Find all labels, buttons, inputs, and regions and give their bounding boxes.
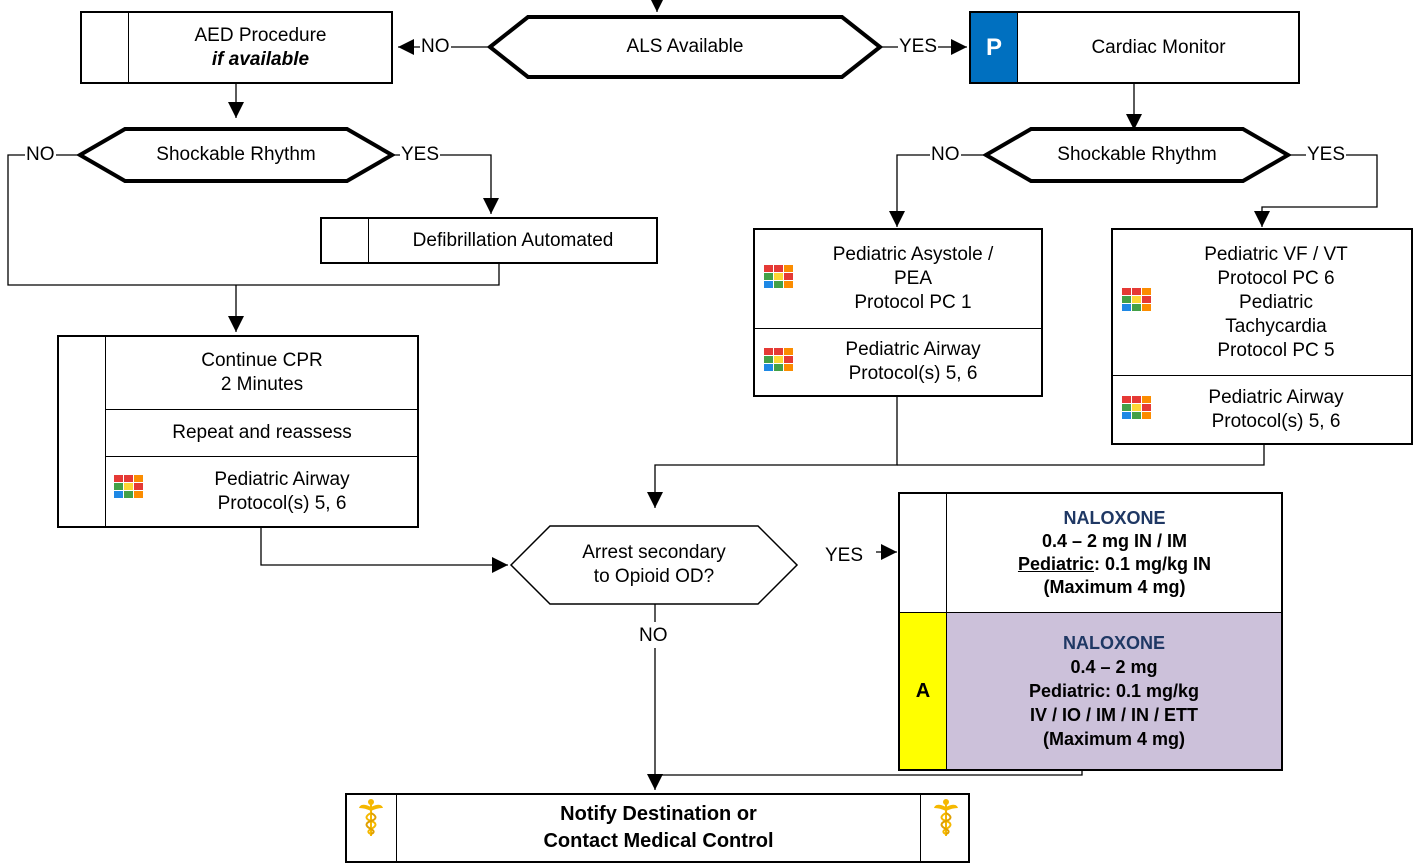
naloxone-box: NALOXONE 0.4 – 2 mg IN / IM Pediatric: 0… bbox=[898, 492, 1283, 771]
left-shockable-text: Shockable Rhythm bbox=[156, 144, 316, 165]
naloxone-row-divider bbox=[900, 612, 1281, 613]
als-available-text: ALS Available bbox=[626, 36, 744, 57]
notify-box: Notify Destination or Contact Medical Co… bbox=[345, 793, 970, 863]
repeat-text: Repeat and reassess bbox=[172, 422, 352, 443]
naloxone-advanced-routes: IV / IO / IM / IN / ETT bbox=[1029, 705, 1198, 725]
reference-grid-icon bbox=[1122, 396, 1151, 419]
cardiac-monitor-text: Cardiac Monitor bbox=[1091, 36, 1226, 58]
right-shockable-decision: Shockable Rhythm bbox=[1031, 129, 1243, 181]
paramedic-badge: P bbox=[971, 13, 1018, 82]
aed-icon-divider bbox=[128, 13, 129, 82]
cpr-duration: 2 Minutes bbox=[220, 374, 304, 395]
naloxone-basic-dose: 0.4 – 2 mg IN / IM bbox=[1041, 531, 1188, 551]
opioid-decision-shape bbox=[509, 525, 799, 605]
opioid-decision: Arrest secondary to Opioid OD? bbox=[550, 526, 758, 604]
advanced-badge: A bbox=[900, 613, 947, 769]
notify-left-divider bbox=[396, 795, 397, 861]
vfvt-airway-cell: Pediatric Airway Protocol(s) 5, 6 bbox=[1113, 376, 1411, 443]
cpr-airway-text: Pediatric Airway Protocol(s) 5, 6 bbox=[214, 468, 350, 514]
vfvt-text: Pediatric VF / VT Protocol PC 6 Pediatri… bbox=[1204, 243, 1348, 361]
opioid-no-label: NO bbox=[638, 625, 669, 647]
cpr-divider bbox=[105, 337, 106, 526]
defibrillation-box: Defibrillation Automated bbox=[320, 217, 658, 264]
notify-line2: Contact Medical Control bbox=[543, 830, 774, 852]
asystole-divider bbox=[755, 328, 1041, 329]
reference-grid-icon bbox=[1122, 288, 1151, 311]
cardiac-monitor-box: P Cardiac Monitor bbox=[969, 11, 1300, 84]
naloxone-advanced-dose: 0.4 – 2 mg bbox=[1070, 657, 1158, 677]
cpr-airway-cell: Pediatric Airway Protocol(s) 5, 6 bbox=[107, 457, 417, 526]
asystole-pea-box: Pediatric Asystole / PEA Protocol PC 1 P… bbox=[753, 228, 1043, 397]
caduceus-icon bbox=[359, 799, 383, 836]
notify-line1: Notify Destination or bbox=[560, 803, 757, 825]
naloxone-basic-title: NALOXONE bbox=[1063, 508, 1166, 528]
als-decision-shape bbox=[486, 15, 884, 79]
caduceus-icon bbox=[934, 799, 958, 836]
reference-grid-icon bbox=[114, 475, 143, 498]
reference-grid-icon bbox=[764, 348, 793, 371]
aed-procedure-box: AED Procedure if available bbox=[80, 11, 393, 84]
right-shockable-decision-shape bbox=[982, 127, 1292, 183]
repeat-cell: Repeat and reassess bbox=[107, 410, 417, 456]
cpr-cell: Continue CPR 2 Minutes bbox=[107, 337, 417, 409]
vfvt-divider bbox=[1113, 375, 1411, 376]
aed-title: AED Procedure bbox=[194, 24, 327, 46]
right-yes-label: YES bbox=[1306, 144, 1347, 166]
continue-cpr-box: Continue CPR 2 Minutes Repeat and reasse… bbox=[57, 335, 419, 528]
cpr-title: Continue CPR bbox=[201, 350, 323, 371]
notify-cell: Notify Destination or Contact Medical Co… bbox=[398, 795, 919, 861]
asystole-cell: Pediatric Asystole / PEA Protocol PC 1 bbox=[755, 230, 1041, 328]
naloxone-basic-ped-label: Pediatric bbox=[1017, 554, 1094, 574]
als-no-label: NO bbox=[420, 36, 451, 58]
naloxone-basic-divider bbox=[946, 494, 947, 612]
right-no-label: NO bbox=[930, 144, 961, 166]
defib-text: Defibrillation Automated bbox=[412, 229, 614, 251]
left-no-label: NO bbox=[25, 144, 56, 166]
defib-cell: Defibrillation Automated bbox=[370, 219, 656, 262]
naloxone-advanced-title: NALOXONE bbox=[1062, 633, 1165, 653]
vfvt-cell: Pediatric VF / VT Protocol PC 6 Pediatri… bbox=[1113, 230, 1411, 375]
als-yes-label: YES bbox=[898, 36, 939, 58]
asystole-airway-cell: Pediatric Airway Protocol(s) 5, 6 bbox=[755, 329, 1041, 395]
cpr-row-divider-2 bbox=[105, 456, 417, 457]
naloxone-basic-ped-value: : 0.1 mg/kg IN bbox=[1094, 554, 1212, 574]
vf-vt-box: Pediatric VF / VT Protocol PC 6 Pediatri… bbox=[1111, 228, 1413, 445]
notify-right-divider bbox=[920, 795, 921, 861]
opioid-question-text: Arrest secondary to Opioid OD? bbox=[582, 542, 726, 587]
advanced-badge-text: A bbox=[915, 680, 931, 702]
left-yes-label: YES bbox=[400, 144, 441, 166]
right-shockable-text: Shockable Rhythm bbox=[1057, 144, 1217, 165]
naloxone-advanced-ped: Pediatric: 0.1 mg/kg bbox=[1028, 681, 1200, 701]
naloxone-basic-cell: NALOXONE 0.4 – 2 mg IN / IM Pediatric: 0… bbox=[948, 494, 1281, 612]
asystole-text: Pediatric Asystole / PEA Protocol PC 1 bbox=[832, 244, 994, 313]
left-shockable-decision-shape bbox=[76, 127, 396, 183]
paramedic-badge-text: P bbox=[985, 33, 1002, 61]
asystole-airway-text: Pediatric Airway Protocol(s) 5, 6 bbox=[845, 339, 981, 384]
left-shockable-decision: Shockable Rhythm bbox=[125, 129, 347, 181]
naloxone-advanced-max: (Maximum 4 mg) bbox=[1042, 729, 1186, 749]
reference-grid-icon bbox=[764, 265, 793, 288]
cpr-row-divider bbox=[105, 409, 417, 410]
aed-if-available: if available bbox=[211, 48, 310, 70]
naloxone-basic-max: (Maximum 4 mg) bbox=[1043, 577, 1186, 597]
cardiac-monitor-cell: Cardiac Monitor bbox=[1019, 13, 1298, 82]
naloxone-advanced-cell: NALOXONE 0.4 – 2 mg Pediatric: 0.1 mg/kg… bbox=[947, 613, 1281, 769]
als-available-decision: ALS Available bbox=[528, 17, 842, 77]
vfvt-airway-text: Pediatric Airway Protocol(s) 5, 6 bbox=[1208, 386, 1344, 432]
opioid-yes-label: YES bbox=[824, 545, 865, 567]
defib-divider bbox=[368, 219, 369, 262]
aed-text-cell: AED Procedure if available bbox=[130, 13, 391, 82]
